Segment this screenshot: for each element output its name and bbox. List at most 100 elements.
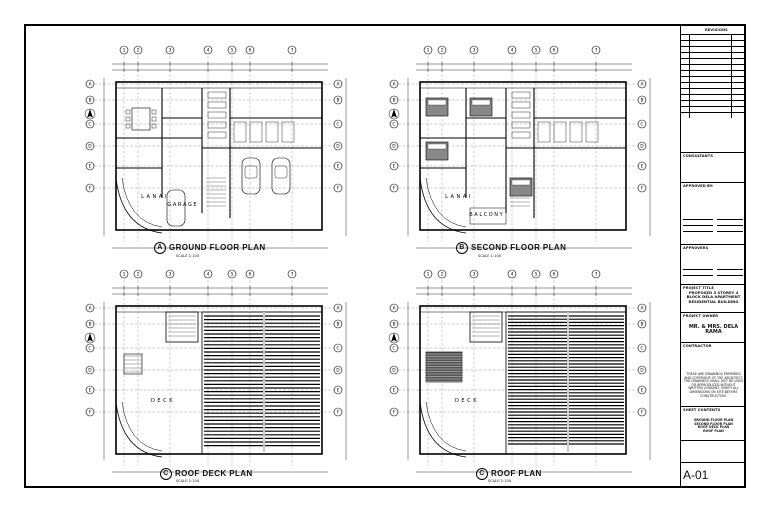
grid-letter: E bbox=[641, 164, 644, 170]
grid-bubble bbox=[133, 269, 143, 279]
plan-badge: B bbox=[456, 242, 468, 254]
grid-letter: E bbox=[89, 164, 92, 170]
sheet-content-item: ROOF PLAN bbox=[703, 428, 724, 433]
grid-letter: B bbox=[88, 322, 91, 328]
cabinet bbox=[511, 111, 531, 119]
grid-bubble bbox=[389, 161, 399, 171]
grid-number: 6 bbox=[249, 47, 252, 53]
grid-letter: F bbox=[393, 186, 396, 192]
lanai-curve bbox=[115, 401, 163, 458]
chair bbox=[151, 109, 157, 115]
grid-number: 3 bbox=[169, 271, 172, 277]
revision-row bbox=[681, 40, 746, 41]
grid-bubble bbox=[637, 141, 647, 151]
grid-letter: E bbox=[641, 388, 644, 394]
grid-letter: D bbox=[336, 368, 340, 374]
grid-bubble bbox=[245, 45, 255, 55]
north-arrow-pointer bbox=[391, 109, 397, 118]
sheet-content-item: ROOF DECK PLAN bbox=[697, 425, 730, 430]
grid-bubble bbox=[203, 45, 213, 55]
approval-line bbox=[717, 275, 743, 276]
fixture bbox=[569, 121, 583, 143]
area-label: D E C K bbox=[455, 398, 477, 404]
grid-number: 6 bbox=[249, 271, 252, 277]
grid-bubble bbox=[333, 183, 343, 193]
grid-bubble bbox=[549, 269, 559, 279]
lanai-curve bbox=[419, 177, 467, 234]
balcony-rail bbox=[469, 207, 507, 225]
lanai-curve bbox=[425, 177, 467, 228]
area-label: L A N A I bbox=[141, 194, 167, 200]
grid-letter: A bbox=[392, 306, 396, 312]
grid-bubble bbox=[531, 45, 541, 55]
revision-row bbox=[681, 52, 746, 53]
pillow bbox=[427, 143, 447, 150]
plan-title-text: ROOF PLAN bbox=[491, 469, 542, 479]
cabinet bbox=[511, 91, 531, 99]
grid-bubble bbox=[389, 183, 399, 193]
grid-bubble bbox=[591, 269, 601, 279]
grid-number: 4 bbox=[511, 47, 514, 53]
approvers-label: APPROVERS bbox=[683, 246, 709, 250]
grid-letter: F bbox=[641, 410, 644, 416]
grid-bubble bbox=[333, 319, 343, 329]
grid-number: 6 bbox=[553, 47, 556, 53]
north-arrow-pointer bbox=[87, 109, 93, 118]
sheet-contents-section: SHEET CONTENTS GROUND FLOOR PLAN SECOND … bbox=[681, 406, 746, 440]
approval-line bbox=[717, 231, 743, 232]
grid-number: 2 bbox=[441, 271, 444, 277]
grid-bubble bbox=[287, 269, 297, 279]
chair bbox=[125, 109, 131, 115]
grid-number: 5 bbox=[231, 47, 234, 53]
grid-number: 1 bbox=[427, 47, 430, 53]
grid-letter: A bbox=[392, 82, 396, 88]
sheet-content-item: SECOND FLOOR PLAN bbox=[694, 421, 733, 426]
grid-bubble bbox=[389, 95, 399, 105]
grid-number: 5 bbox=[231, 271, 234, 277]
grid-bubble bbox=[227, 45, 237, 55]
grid-bubble bbox=[165, 45, 175, 55]
grid-number: 5 bbox=[535, 47, 538, 53]
grid-letter: C bbox=[392, 122, 395, 128]
grid-letter: D bbox=[640, 368, 644, 374]
plan-title-text: SECOND FLOOR PLAN bbox=[471, 243, 567, 253]
revision-row bbox=[681, 58, 746, 59]
sheet-number-section: A-01 bbox=[681, 462, 746, 486]
stair-enclosure bbox=[165, 311, 199, 343]
cabinet bbox=[207, 111, 227, 119]
plan-scale-roofdeck: SCALE 1:100 bbox=[176, 479, 200, 483]
grid-letter: A bbox=[640, 82, 644, 88]
grid-bubble bbox=[591, 45, 601, 55]
grid-bubble bbox=[549, 45, 559, 55]
grid-bubble bbox=[85, 303, 95, 313]
grid-letter: F bbox=[393, 410, 396, 416]
car-outline bbox=[241, 157, 261, 195]
area-label: D E C K bbox=[151, 398, 173, 404]
grid-letter: E bbox=[337, 388, 340, 394]
project-owner-label: PROJECT OWNER bbox=[683, 314, 719, 318]
project-title-section: PROJECT TITLE PROPOSED 3 STOREY 4 BLOCK … bbox=[681, 284, 746, 312]
plan-badge: C bbox=[160, 468, 172, 480]
fixture bbox=[233, 121, 247, 143]
grid-letter: B bbox=[640, 98, 643, 104]
grid-bubble bbox=[85, 183, 95, 193]
plan-scale-second: SCALE 1:100 bbox=[478, 254, 502, 258]
grid-bubble bbox=[333, 119, 343, 129]
grid-number: 3 bbox=[473, 47, 476, 53]
grid-bubble bbox=[165, 269, 175, 279]
grid-number: 2 bbox=[137, 271, 140, 277]
revision-row bbox=[681, 94, 746, 95]
grid-bubble bbox=[389, 365, 399, 375]
approval-line bbox=[683, 275, 713, 276]
grid-number: 6 bbox=[553, 271, 556, 277]
grid-bubble bbox=[389, 79, 399, 89]
grid-bubble bbox=[637, 183, 647, 193]
grid-letter: F bbox=[89, 186, 92, 192]
grid-bubble bbox=[469, 269, 479, 279]
chair bbox=[151, 116, 157, 122]
revision-divider bbox=[689, 34, 690, 118]
grid-letter: A bbox=[88, 82, 92, 88]
